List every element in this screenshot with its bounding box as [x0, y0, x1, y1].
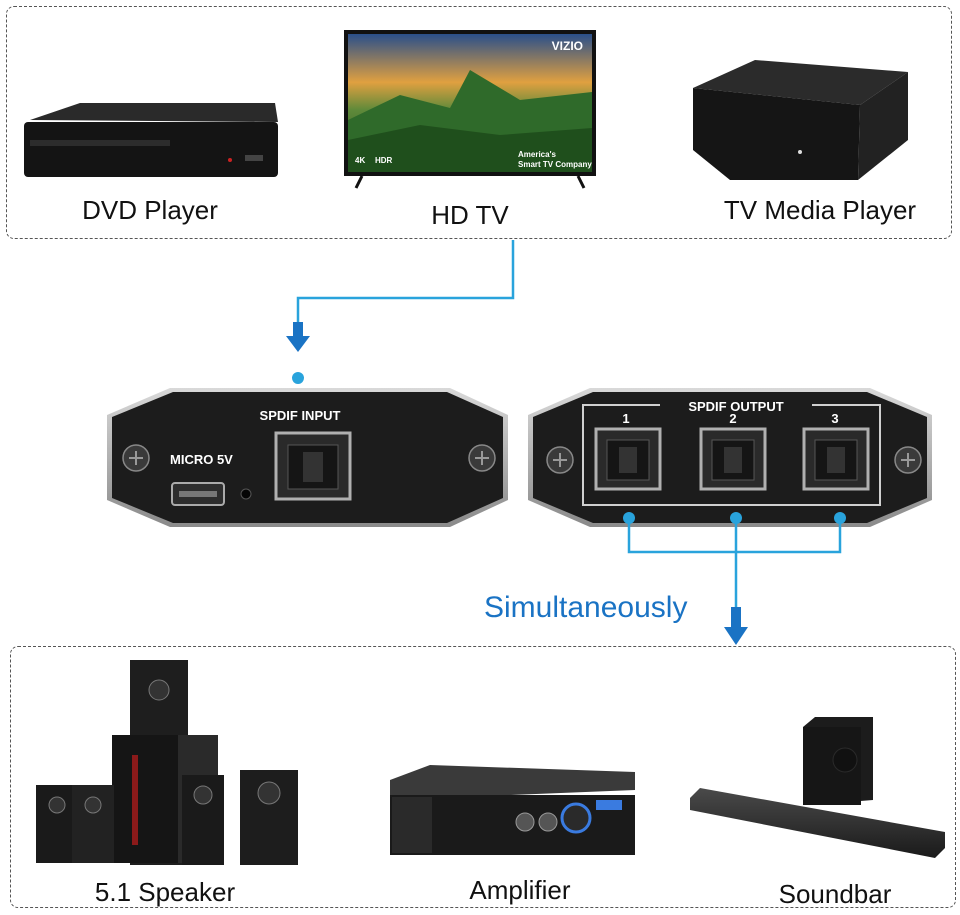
tv-brand-text: VIZIO: [552, 39, 583, 53]
output-port-3: [802, 427, 870, 491]
spdif-output-title: SPDIF OUTPUT: [688, 399, 783, 414]
media-player-label: TV Media Player: [723, 195, 917, 225]
port-3-label: 3: [831, 411, 838, 426]
amplifier-label: Amplifier: [469, 875, 571, 905]
hd-tv-label: HD TV: [431, 200, 509, 230]
media-player-image: [693, 60, 908, 180]
amplifier-image: [390, 765, 635, 855]
dvd-player-image: [24, 103, 278, 177]
speaker-system-image: [36, 660, 298, 865]
micro-5v-label: MICRO 5V: [170, 452, 233, 467]
tv-tagline-1: America's: [518, 150, 556, 159]
soundbar-image: [690, 717, 945, 858]
output-devices-panel: [10, 646, 956, 908]
tv-hdr-badge: HDR: [375, 156, 393, 165]
output-port-2: [699, 427, 767, 491]
output-port-1: [594, 427, 662, 491]
source-devices-panel: [6, 6, 952, 239]
speaker-label: 5.1 Speaker: [94, 877, 236, 907]
spdif-input-box: SPDIF INPUT MICRO 5V: [107, 388, 508, 527]
simultaneously-label: Simultaneously: [484, 591, 688, 624]
outputs-connector: [623, 512, 846, 645]
port-1-label: 1: [622, 411, 629, 426]
spdif-input-title: SPDIF INPUT: [260, 408, 341, 423]
tv-to-input-connector: [286, 240, 515, 384]
soundbar-label: Soundbar: [778, 879, 892, 909]
port-2-label: 2: [729, 411, 736, 426]
spdif-output-box: SPDIF OUTPUT 1 2 3: [528, 388, 932, 527]
dvd-player-label: DVD Player: [82, 195, 218, 225]
tv-4k-badge: 4K: [355, 156, 365, 165]
tv-tagline-2: Smart TV Company: [518, 160, 592, 169]
hd-tv-image: VIZIO 4K HDR America's Smart TV Company: [344, 30, 596, 189]
